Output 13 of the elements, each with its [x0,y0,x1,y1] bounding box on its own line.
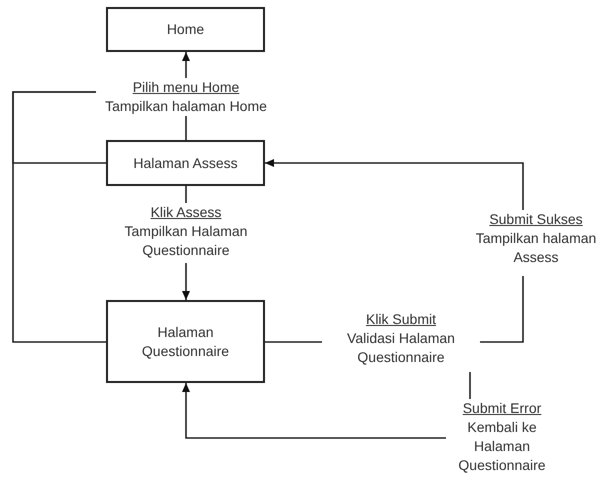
connector-line [265,341,322,343]
connector-line [185,186,187,203]
page-box: Halaman Assess [106,140,265,186]
arrow [182,52,190,78]
arrow [182,263,190,300]
connector-line [469,372,471,399]
page-box: Halaman Questionnaire [106,300,265,383]
arrow [265,159,524,210]
connector-line [185,116,187,140]
connector-line [480,276,524,343]
page-box: Home [106,7,265,52]
arrow [182,383,446,439]
connector-line [12,91,106,164]
